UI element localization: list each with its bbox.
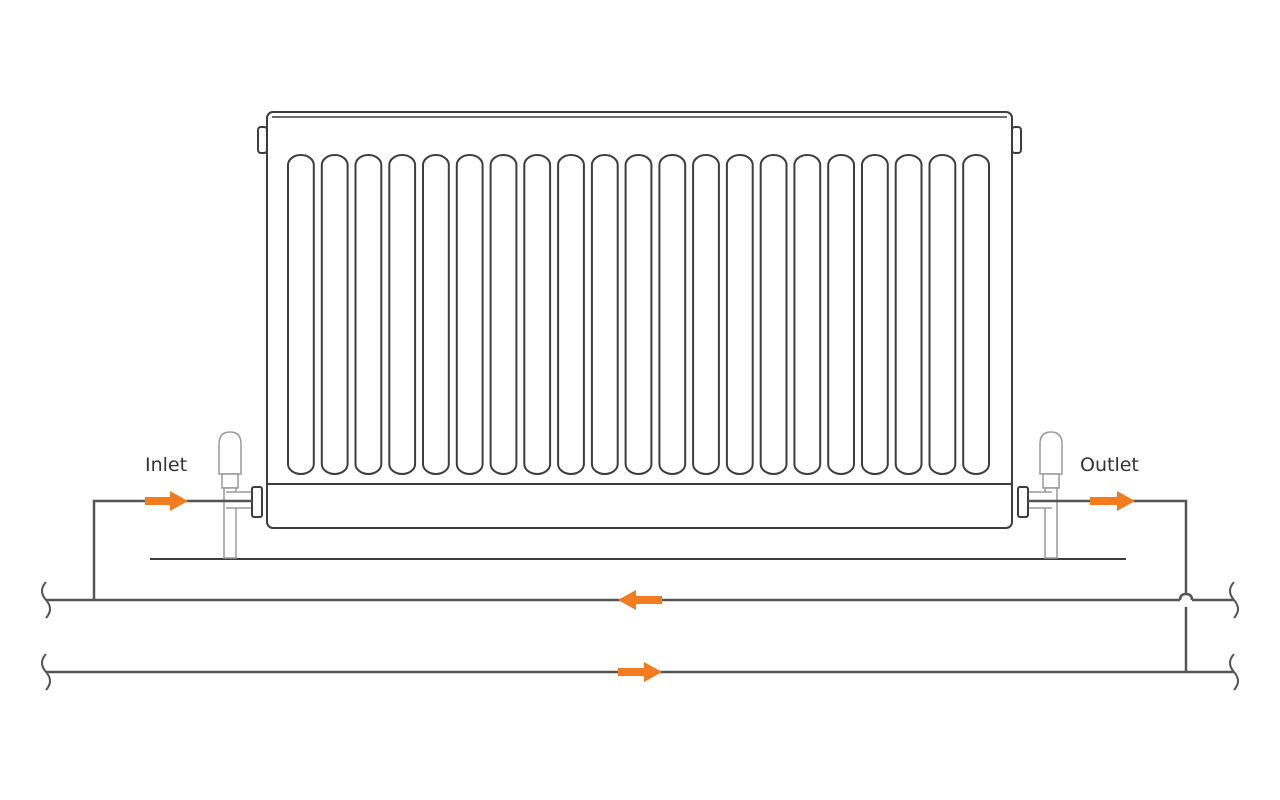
thermostatic-valve-icon xyxy=(218,431,253,559)
arrow-icon-upper-main xyxy=(618,590,662,610)
radiator-panel xyxy=(928,154,957,475)
radiator-panel xyxy=(422,154,450,475)
connector-left xyxy=(251,486,263,518)
inlet-pipe xyxy=(92,499,252,600)
radiator-panel xyxy=(861,154,889,475)
arrow-icon-outlet xyxy=(1090,491,1135,511)
radiator-panel xyxy=(388,154,417,475)
pipe-break-right-lower xyxy=(1229,653,1239,691)
arrow-icon-inlet xyxy=(145,491,188,511)
radiator-panel xyxy=(793,154,822,475)
inlet-label: Inlet xyxy=(145,454,188,476)
outlet-label: Outlet xyxy=(1080,454,1139,476)
radiator-panel xyxy=(455,154,484,475)
bleed-valve-left xyxy=(257,126,268,154)
radiator-body xyxy=(266,111,1013,529)
pipe-crossover xyxy=(1178,592,1194,601)
pipe-break-left-lower xyxy=(41,653,51,691)
flow-arrows xyxy=(145,491,1135,682)
radiator-panel xyxy=(287,154,315,475)
pipe-break-icon xyxy=(41,581,1239,691)
pipe-break-right-upper xyxy=(1229,581,1239,619)
radiator-panels xyxy=(287,154,991,475)
bleed-valve-right xyxy=(1011,126,1022,154)
radiator-panel xyxy=(658,154,687,475)
radiator-panel xyxy=(894,154,923,475)
radiator-panel xyxy=(759,154,788,475)
radiator-panel xyxy=(725,154,754,475)
radiator xyxy=(257,111,1022,529)
radiator-panel xyxy=(354,154,383,475)
arrow-icon-lower-main xyxy=(618,662,662,682)
radiator-panel xyxy=(489,154,518,475)
radiator-panel xyxy=(320,154,349,475)
outlet-pipe xyxy=(1028,499,1188,595)
radiator-panel xyxy=(692,154,720,475)
radiator-panel xyxy=(624,154,653,475)
radiator-panel xyxy=(962,154,991,475)
radiator-panel xyxy=(827,154,856,475)
radiator-panel xyxy=(523,154,552,475)
pipe-break-left-upper xyxy=(41,581,51,619)
connector-right xyxy=(1017,486,1029,518)
radiator-panel xyxy=(590,154,619,475)
lockshield-valve-icon xyxy=(1025,431,1063,559)
radiator-panel xyxy=(557,154,585,475)
